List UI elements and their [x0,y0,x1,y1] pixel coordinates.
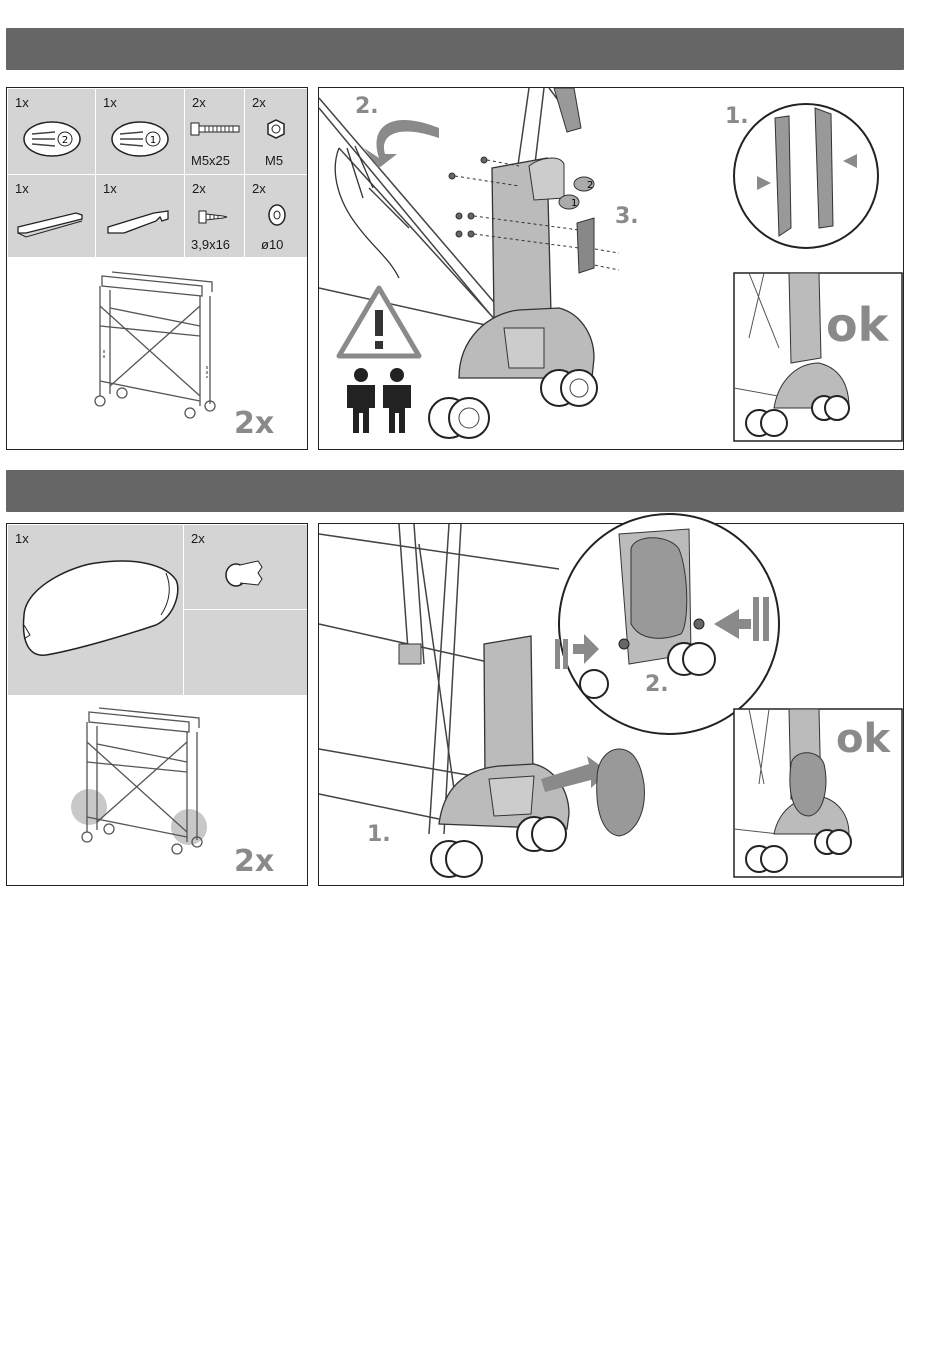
step-number-2: 2. [645,672,669,697]
part-cell: 1x [8,525,183,695]
part-qty: 2x [252,181,266,196]
part-qty: 1x [103,95,117,110]
part-cell: 1x 1 [96,89,184,174]
nut-icon [266,119,286,139]
part-cell: 2x M5x25 [185,89,244,174]
knob-label: 2 [587,180,593,191]
part-qty: 1x [15,181,29,196]
part-qty: 2x [192,181,206,196]
part-cell: 2x [184,525,307,609]
knob-1-icon: 1 [105,114,175,164]
knob-label: 2 [62,135,68,146]
cover-icon [16,555,181,665]
part-qty: 2x [252,95,266,110]
part-size: M5 [265,153,283,168]
part-cell: 1x 2 [8,89,95,174]
knob-2-icon: 2 [17,114,87,164]
step2-assembly-panel: 1. 2. ok [318,523,904,886]
table-frame-illustration: 2 1 [319,88,905,451]
part-cell: 2x ø10 [245,175,307,257]
bracket-right-icon [104,203,176,237]
knob-label: 1 [571,198,577,209]
step1-parts-panel: 1x 2 1x 1 2x M5x25 2x M5 [6,87,308,450]
repeat-count: 2x [234,844,274,879]
step1-assembly-panel: 2 1 [318,87,904,450]
section-header-bar-2 [6,470,904,512]
table-frame-illustration [319,524,905,887]
ok-label: ok [826,298,888,352]
table-overview-illustration [82,266,232,426]
part-cell: 2x 3,9x16 [185,175,244,257]
step-number-1: 1. [725,104,749,129]
step-number-2: 2. [355,94,379,119]
part-qty: 1x [103,181,117,196]
screw-icon [199,208,229,228]
part-cell: 2x M5 [245,89,307,174]
section-header-bar-1 [6,28,904,70]
ok-label: ok [836,716,890,762]
part-qty: 1x [15,95,29,110]
bolt-icon [191,122,241,138]
part-qty: 2x [192,95,206,110]
knob-label: 1 [150,135,156,146]
table-overview-illustration [69,702,219,862]
step-number-1: 1. [367,822,391,847]
part-size: M5x25 [191,153,230,168]
part-cell: 1x [96,175,184,257]
plug-icon [222,553,268,589]
washer-icon [265,203,289,227]
part-size: ø10 [261,237,283,252]
part-qty: 2x [191,531,205,546]
part-size: 3,9x16 [191,237,230,252]
repeat-count: 2x [234,406,274,441]
step-number-3: 3. [615,204,639,229]
step2-parts-panel: 1x 2x 2x [6,523,308,886]
bracket-left-icon [16,207,88,237]
part-cell: 1x [8,175,95,257]
part-cell-empty [184,610,307,695]
part-qty: 1x [15,531,29,546]
